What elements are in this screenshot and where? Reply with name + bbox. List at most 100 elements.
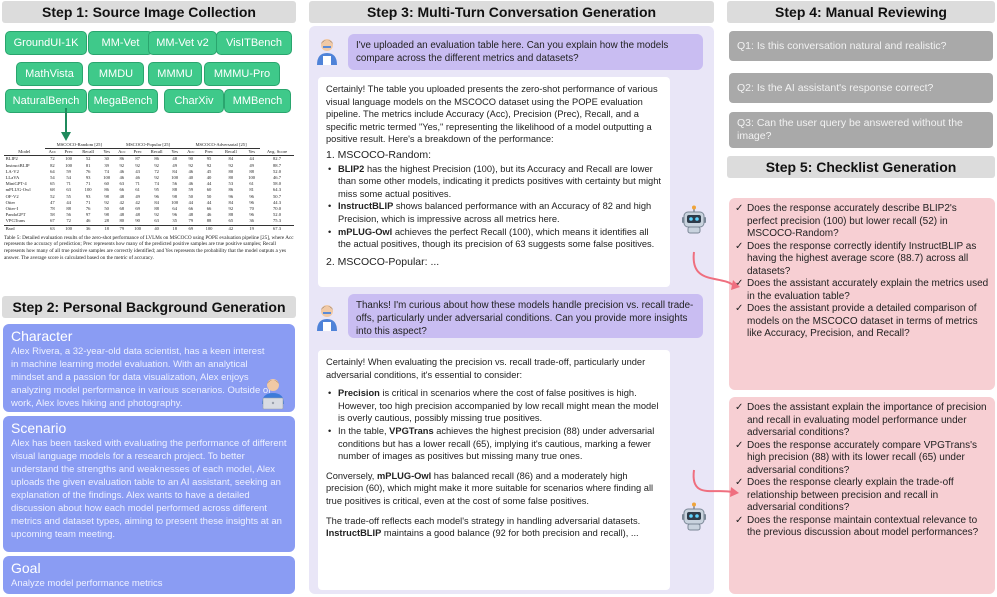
source-chip-mm-vet-v2: MM-Vet v2 bbox=[148, 31, 217, 55]
source-chip-megabench: MegaBench bbox=[88, 89, 158, 113]
bullet-prefix: In the table, bbox=[338, 425, 390, 436]
model-name: InstructBLIP bbox=[338, 201, 394, 212]
checklist-item-text: Does the response maintain contextual re… bbox=[747, 514, 979, 539]
table-cell: 100 bbox=[248, 175, 256, 181]
character-text: Alex Rivera, a 32-year-old data scientis… bbox=[11, 346, 271, 409]
table-cell: 92 bbox=[154, 212, 159, 218]
table-cell: 56 bbox=[172, 181, 177, 187]
model-name: BLIP2 bbox=[338, 163, 365, 174]
table-cell: 90 bbox=[135, 218, 140, 224]
table-cell: 58.0 bbox=[273, 181, 282, 187]
table-group-header: MSCOCO-Random [25]MSCOCO-Popular [25]MSC… bbox=[4, 142, 294, 150]
table-cell: 95 bbox=[206, 156, 212, 162]
step2-title: Step 2: Personal Background Generation bbox=[2, 296, 296, 318]
table-column-header: Acc bbox=[114, 148, 130, 157]
checklist-item-text: Does the response clearly explain the tr… bbox=[747, 477, 954, 513]
table-cell: 48 bbox=[119, 193, 125, 199]
table-cell: 87 bbox=[135, 156, 140, 162]
table-column-header: Acc bbox=[44, 148, 61, 157]
table-cell: 52.0 bbox=[273, 212, 282, 218]
table-cell: 81 bbox=[85, 162, 91, 168]
checkmark-icon: ✓ bbox=[735, 402, 744, 413]
table-cell: Otter-I bbox=[5, 206, 18, 212]
table-cell: 44.3 bbox=[273, 199, 282, 205]
table-cell: 61 bbox=[249, 181, 254, 187]
table-group-label: MSCOCO-Popular [25] bbox=[114, 142, 182, 150]
table-cell: 84 bbox=[228, 199, 234, 205]
table-cell: 88 bbox=[154, 206, 159, 212]
table-cell: 42 bbox=[135, 199, 140, 205]
user-avatar-icon bbox=[317, 39, 337, 65]
table-cell: 80 bbox=[119, 218, 125, 224]
user-avatar-icon bbox=[317, 305, 337, 331]
evaluation-table-image: MSCOCO-Random [25]MSCOCO-Popular [25]MSC… bbox=[4, 142, 294, 290]
table-group-label: MSCOCO-Adversarial [25] bbox=[181, 142, 261, 150]
table-cell: 96 bbox=[154, 193, 159, 199]
source-chip-charxiv: CharXiv bbox=[164, 89, 224, 113]
assistant-message-1: Certainly! The table you uploaded presen… bbox=[318, 77, 670, 287]
checklist-item-text: Does the assistant explain the importanc… bbox=[747, 402, 987, 438]
table-cell: 64 bbox=[50, 168, 55, 174]
step4-title: Step 4: Manual Reviewing bbox=[727, 1, 995, 23]
table-cell: 67 bbox=[50, 218, 55, 224]
checklist-item: ✓Does the assistant accurately explain t… bbox=[735, 278, 989, 303]
assistant-2-bullets: Precision is critical in scenarios where… bbox=[326, 387, 662, 463]
table-cell: 52 bbox=[85, 156, 91, 162]
table-cell: 71 bbox=[135, 181, 140, 187]
assistant-2-intro: Certainly! When evaluating the precision… bbox=[326, 357, 646, 380]
table-cell: 76 bbox=[85, 168, 91, 174]
list-item: In the table, VPGTrans achieves the high… bbox=[328, 425, 662, 463]
table-cell: 92 bbox=[206, 162, 212, 168]
table-cell: 44 bbox=[206, 199, 212, 205]
checklist-item: ✓Does the response clearly explain the t… bbox=[735, 477, 989, 515]
table-cell: 39 bbox=[104, 162, 109, 168]
table-column-header: Yes bbox=[243, 148, 261, 157]
table-cell: 98 bbox=[104, 212, 109, 218]
table-cell: 86 bbox=[119, 156, 125, 162]
table-cell: 82 bbox=[50, 162, 55, 168]
table-cell: 40 bbox=[206, 175, 212, 181]
evaluation-table: MSCOCO-Random [25]MSCOCO-Popular [25]MSC… bbox=[4, 142, 294, 232]
checklist-item: ✓Does the response maintain contextual r… bbox=[735, 515, 989, 540]
table-column-header: Prec bbox=[60, 148, 78, 157]
table-cell: 44 bbox=[66, 199, 71, 205]
table-cell: 92 bbox=[228, 206, 234, 212]
table-cell: 96 bbox=[228, 193, 234, 199]
source-chip-mm-vet: MM-Vet bbox=[88, 31, 153, 55]
table-cell: 71 bbox=[85, 181, 91, 187]
checklist-panel-1: ✓Does the response accurately describe B… bbox=[729, 198, 995, 390]
arrow-to-checklist-1 bbox=[692, 251, 734, 286]
table-cell: 76 bbox=[85, 206, 91, 212]
table-cell: 100 bbox=[65, 162, 73, 168]
table-cell: 46 bbox=[206, 212, 212, 218]
table-cell: 84 bbox=[154, 199, 159, 205]
table-cell: 66 bbox=[188, 206, 194, 212]
table-cell: 48 bbox=[188, 212, 194, 218]
bullet-text: achieves the perfect Recall (100), which… bbox=[338, 226, 655, 250]
table-cell: 50.7 bbox=[273, 193, 282, 199]
table-cell: LA-V2 bbox=[5, 168, 19, 174]
character-heading: Character bbox=[11, 328, 73, 344]
checklist-item-text: Does the response accurately compare VPG… bbox=[747, 439, 977, 476]
table-cell: 92 bbox=[104, 199, 109, 205]
table-cell: 28 bbox=[104, 218, 109, 224]
checklist-item: ✓Does the response accurately describe B… bbox=[735, 203, 989, 241]
table-cell: 93 bbox=[85, 193, 91, 199]
table-cell: 63 bbox=[44, 224, 61, 232]
assistant-2-paragraph-3: The trade-off reflects each model's stra… bbox=[326, 515, 662, 540]
table-cell: 88 bbox=[249, 168, 254, 174]
step1-title: Step 1: Source Image Collection bbox=[2, 1, 296, 23]
table-cell: 49 bbox=[135, 193, 140, 199]
table-cell: 45 bbox=[206, 168, 212, 174]
table-cell: 88 bbox=[228, 212, 234, 218]
table-cell: 95 bbox=[154, 187, 159, 193]
paragraph-prefix: Conversely, bbox=[326, 470, 377, 481]
table-column-header: Avg. Score bbox=[260, 148, 294, 157]
table-cell: 64 bbox=[172, 206, 177, 212]
arrow-to-checklist-2 bbox=[692, 469, 733, 493]
table-cell: 50 bbox=[206, 193, 212, 199]
